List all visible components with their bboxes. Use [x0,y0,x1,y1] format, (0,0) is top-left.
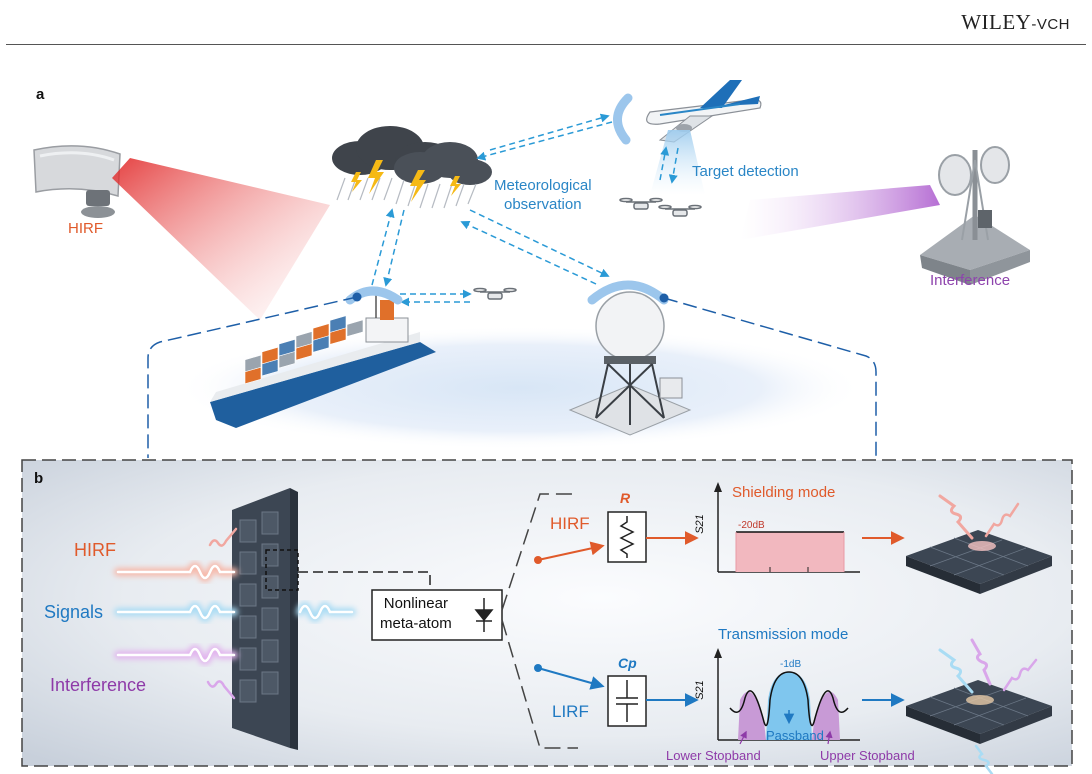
lower-branch-label: LIRF [552,702,589,721]
publisher-suffix: -VCH [1031,16,1070,33]
transmission-surface-icon [906,638,1052,774]
upper-stopband-label: Upper Stopband [820,748,915,763]
resistor-label: R [620,490,631,506]
interference-tower-icon [920,146,1030,285]
interference-label: Interference [930,272,1011,289]
upper-branch-label: HIRF [550,514,590,533]
shielding-axis-label: S21 [693,514,706,534]
incoming-waves [114,527,356,700]
transmission-level-label: -1dB [780,659,802,670]
resistor-icon [619,516,635,558]
transmission-curve [729,671,849,727]
publisher-name: WILEY [961,10,1032,34]
input-signals-label: Signals [44,602,104,622]
branch-brackets [501,493,578,749]
capacitor-icon [616,680,638,722]
airplane-icon [646,80,762,143]
shielding-surface-icon [906,494,1052,594]
interference-beam [740,185,940,240]
passband-region [766,672,812,740]
cell-connector [298,571,431,590]
signal-arrows [371,113,679,307]
diode-icon [474,598,494,632]
capacitor-label: Cp [618,655,637,671]
zoom-lines [147,296,877,458]
shielding-level-label: -20dB [738,520,765,531]
hirf-radar-icon [33,145,121,218]
passband-label: Passband [766,728,824,743]
hirf-label: HIRF [68,220,103,237]
metasurface-panel-icon [232,488,299,750]
radar-coating-arc [587,280,669,305]
shielding-mode-label: Shielding mode [732,484,836,501]
hirf-beam [112,158,330,320]
target-detection-label: Target detection [692,163,799,180]
publisher-logo: WILEY-VCH [961,10,1070,35]
lower-stopband-label: Lower Stopband [666,748,761,763]
shielding-chart [714,482,860,573]
input-hirf-label: HIRF [74,540,116,560]
meta-atom-label: Nonlinear meta-atom [380,595,452,632]
panel-b-letter: b [34,470,44,487]
container-ship-icon [210,292,436,428]
panel-a-letter: a [36,86,45,103]
input-interference-label: Interference [50,675,147,695]
transmission-branch [534,648,905,745]
header-rule [6,44,1086,45]
weather-radar-tower-icon [568,291,692,436]
transmission-axis-label: S21 [693,680,706,700]
upper-stopband-region [812,691,840,740]
lower-stopband-region [738,691,766,740]
meteorological-label: Meteorological observation [494,177,592,213]
airplane-coating-arc [613,93,633,145]
transmission-chart [714,648,860,745]
shielding-level-region [736,532,844,572]
transmission-mode-label: Transmission mode [718,626,849,643]
storm-cloud-icon [332,126,492,209]
shielding-branch [534,482,905,573]
panel-a [33,80,1030,458]
drone-icon [473,197,702,300]
panel-b [21,459,1073,774]
